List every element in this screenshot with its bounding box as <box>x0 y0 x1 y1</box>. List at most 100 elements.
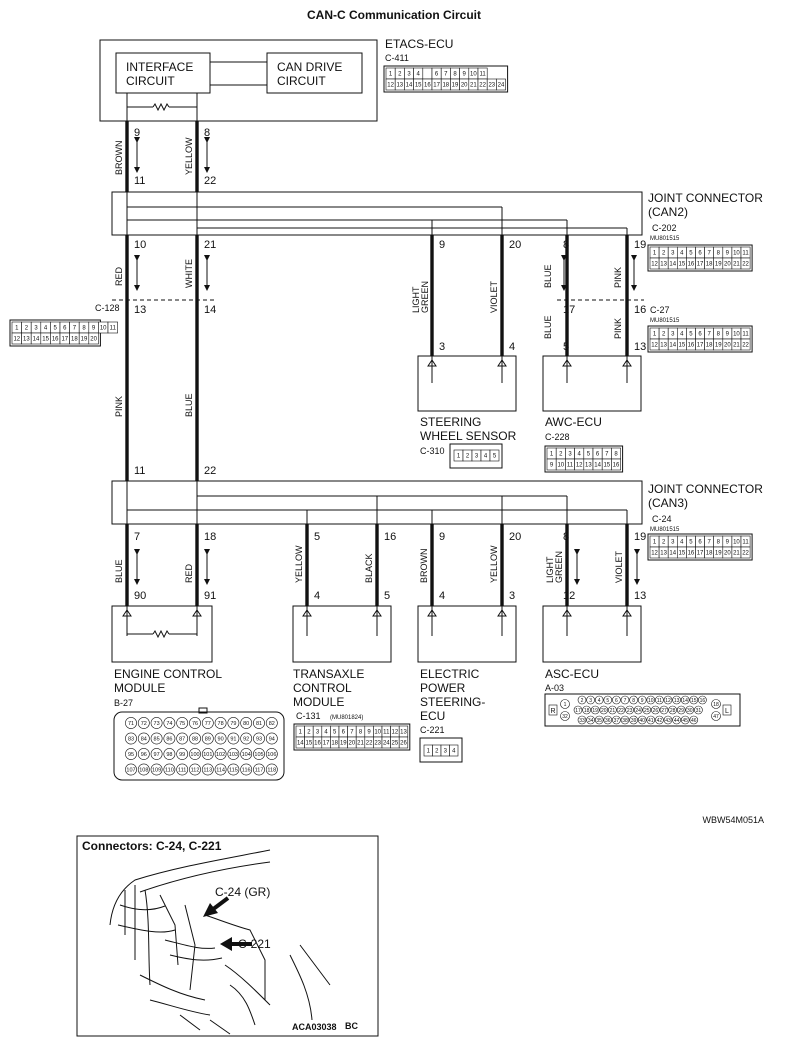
tcm-terminal-2 <box>372 606 382 636</box>
ecm-pin <box>265 717 278 729</box>
ecm-pin-label: 77 <box>205 721 211 727</box>
awc-pin-label: 7 <box>605 452 609 458</box>
ecm-pin <box>163 763 176 776</box>
c27-pin-label: 10 <box>733 332 740 338</box>
can3-pin-label: 9 <box>726 540 730 546</box>
can2-pin-label: 1 <box>653 251 657 257</box>
asc-pin <box>689 715 699 725</box>
asc-pin <box>573 705 583 715</box>
steering-wheel-sensor-name-1: STEERING <box>420 415 481 429</box>
eps-terminal-1 <box>427 606 437 636</box>
asc-pin <box>616 705 626 715</box>
c27-pin-label: 19 <box>715 343 722 349</box>
ecm-pin <box>240 763 253 776</box>
awc-pin-label: 6 <box>596 452 600 458</box>
asc-pin-label: 40 <box>639 718 645 724</box>
interface-circuit-label-2: CIRCUIT <box>126 74 175 88</box>
asc-pin-label: 24 <box>635 708 641 714</box>
pin-can3-20: 20 <box>509 531 521 543</box>
inset-code: ACA03038 <box>292 1022 337 1032</box>
c27-connector-id: C-27 <box>650 305 670 315</box>
awc-terminal-2 <box>622 356 632 383</box>
can3-pin-label: 3 <box>671 540 675 546</box>
ecm-pin-label: 94 <box>269 737 275 743</box>
can2-pin-label: 19 <box>715 262 722 268</box>
pin-can2-10: 10 <box>134 239 146 251</box>
asc-pin <box>594 695 604 705</box>
steering-wheel-sensor-name-2: WHEEL SENSOR <box>420 429 517 443</box>
ecm-pin <box>253 748 265 760</box>
asc-pin-label: 2 <box>581 698 584 704</box>
can2-pin-label: 11 <box>742 251 749 257</box>
wire-color-green: GREEN <box>420 281 430 313</box>
pin-c27-17: 17 <box>563 304 575 316</box>
can2-part-number: MU801515 <box>650 236 680 242</box>
eps-box <box>417 605 517 663</box>
ecm-pin <box>150 732 163 745</box>
can2-pin-label: 10 <box>733 251 740 257</box>
ecm-pin <box>227 717 240 729</box>
ecm-pin <box>265 763 278 776</box>
sws-pin-label: 1 <box>457 454 461 460</box>
pin-c128-13: 13 <box>134 304 146 316</box>
etacs-pin-label: 6 <box>435 72 439 78</box>
ecm-pin-label: 114 <box>216 768 225 774</box>
awc-pin-label: 8 <box>614 452 618 458</box>
ecm-terminal-2 <box>192 606 202 636</box>
ecm-pin <box>125 732 137 745</box>
ecm-pin-label: 99 <box>179 752 185 758</box>
ecm-pin-label: 74 <box>166 721 172 727</box>
can3-pin-label: 19 <box>715 551 722 557</box>
ecm-pin <box>201 717 214 729</box>
tcm-pin-label: 25 <box>392 741 399 747</box>
asc-pin-label: 21 <box>610 708 616 714</box>
wire-color-asc-violet: VIOLET <box>614 550 624 583</box>
pin-can2-8: 8 <box>563 239 569 251</box>
c128-pin-label: 20 <box>90 337 97 343</box>
awc-pin-label: 14 <box>594 463 601 469</box>
c128-pin-label: 4 <box>44 326 48 332</box>
ecm-pin-label: 102 <box>216 752 225 758</box>
etacs-pin-label: 17 <box>433 83 440 89</box>
asc-pin <box>586 715 595 725</box>
tcm-pin-label: 23 <box>374 741 381 747</box>
asc-pin-label: 27 <box>661 708 667 714</box>
ecm-pin-label: 110 <box>165 768 174 774</box>
ecm-pin <box>150 763 163 776</box>
tcm-pin-label: 1 <box>299 730 303 736</box>
c27-pin-label: 8 <box>717 332 721 338</box>
ecm-pin <box>125 763 137 776</box>
sws-terminal-1 <box>427 356 437 383</box>
asc-pin-label: 45 <box>682 718 688 724</box>
wire-color-pink-awc-lower: PINK <box>613 318 623 339</box>
awc-pin-label: 15 <box>603 463 610 469</box>
etacs-pin-label: 15 <box>415 83 422 89</box>
ecm-pin <box>137 763 150 776</box>
pin-sws-3: 3 <box>439 341 445 353</box>
ecm-pin <box>227 763 240 776</box>
etacs-connector-id: C-411 <box>385 53 409 63</box>
ecm-pin-label: 98 <box>166 752 172 758</box>
c128-pin-label: 19 <box>81 337 88 343</box>
figure-code: WBW54M051A <box>702 815 764 825</box>
asc-pin <box>676 705 686 715</box>
ecm-pin <box>176 748 189 760</box>
awc-pin-label: 13 <box>585 463 592 469</box>
pin-awc-5: 5 <box>563 341 569 353</box>
c27-pin-label: 4 <box>680 332 684 338</box>
asc-pin-label: 12 <box>665 698 671 704</box>
c27-pin-label: 5 <box>689 332 693 338</box>
asc-pin-label: 35 <box>596 718 602 724</box>
asc-pin-label: 11 <box>657 698 662 704</box>
ecm-pin-label: 90 <box>218 737 224 743</box>
ecm-name-2: MODULE <box>114 681 165 695</box>
tcm-pin-label: 22 <box>366 741 373 747</box>
can2-connector-id: C-202 <box>652 223 677 233</box>
ecm-termination-resistor-symbol <box>152 629 170 639</box>
tcm-pin-label: 5 <box>333 730 337 736</box>
can2-pin-label: 22 <box>742 262 749 268</box>
c27-pin-label: 22 <box>742 343 749 349</box>
tcm-pin-label: 24 <box>383 741 390 747</box>
asc-pin <box>577 715 587 725</box>
awc-ecu-name: AWC-ECU <box>545 415 602 429</box>
